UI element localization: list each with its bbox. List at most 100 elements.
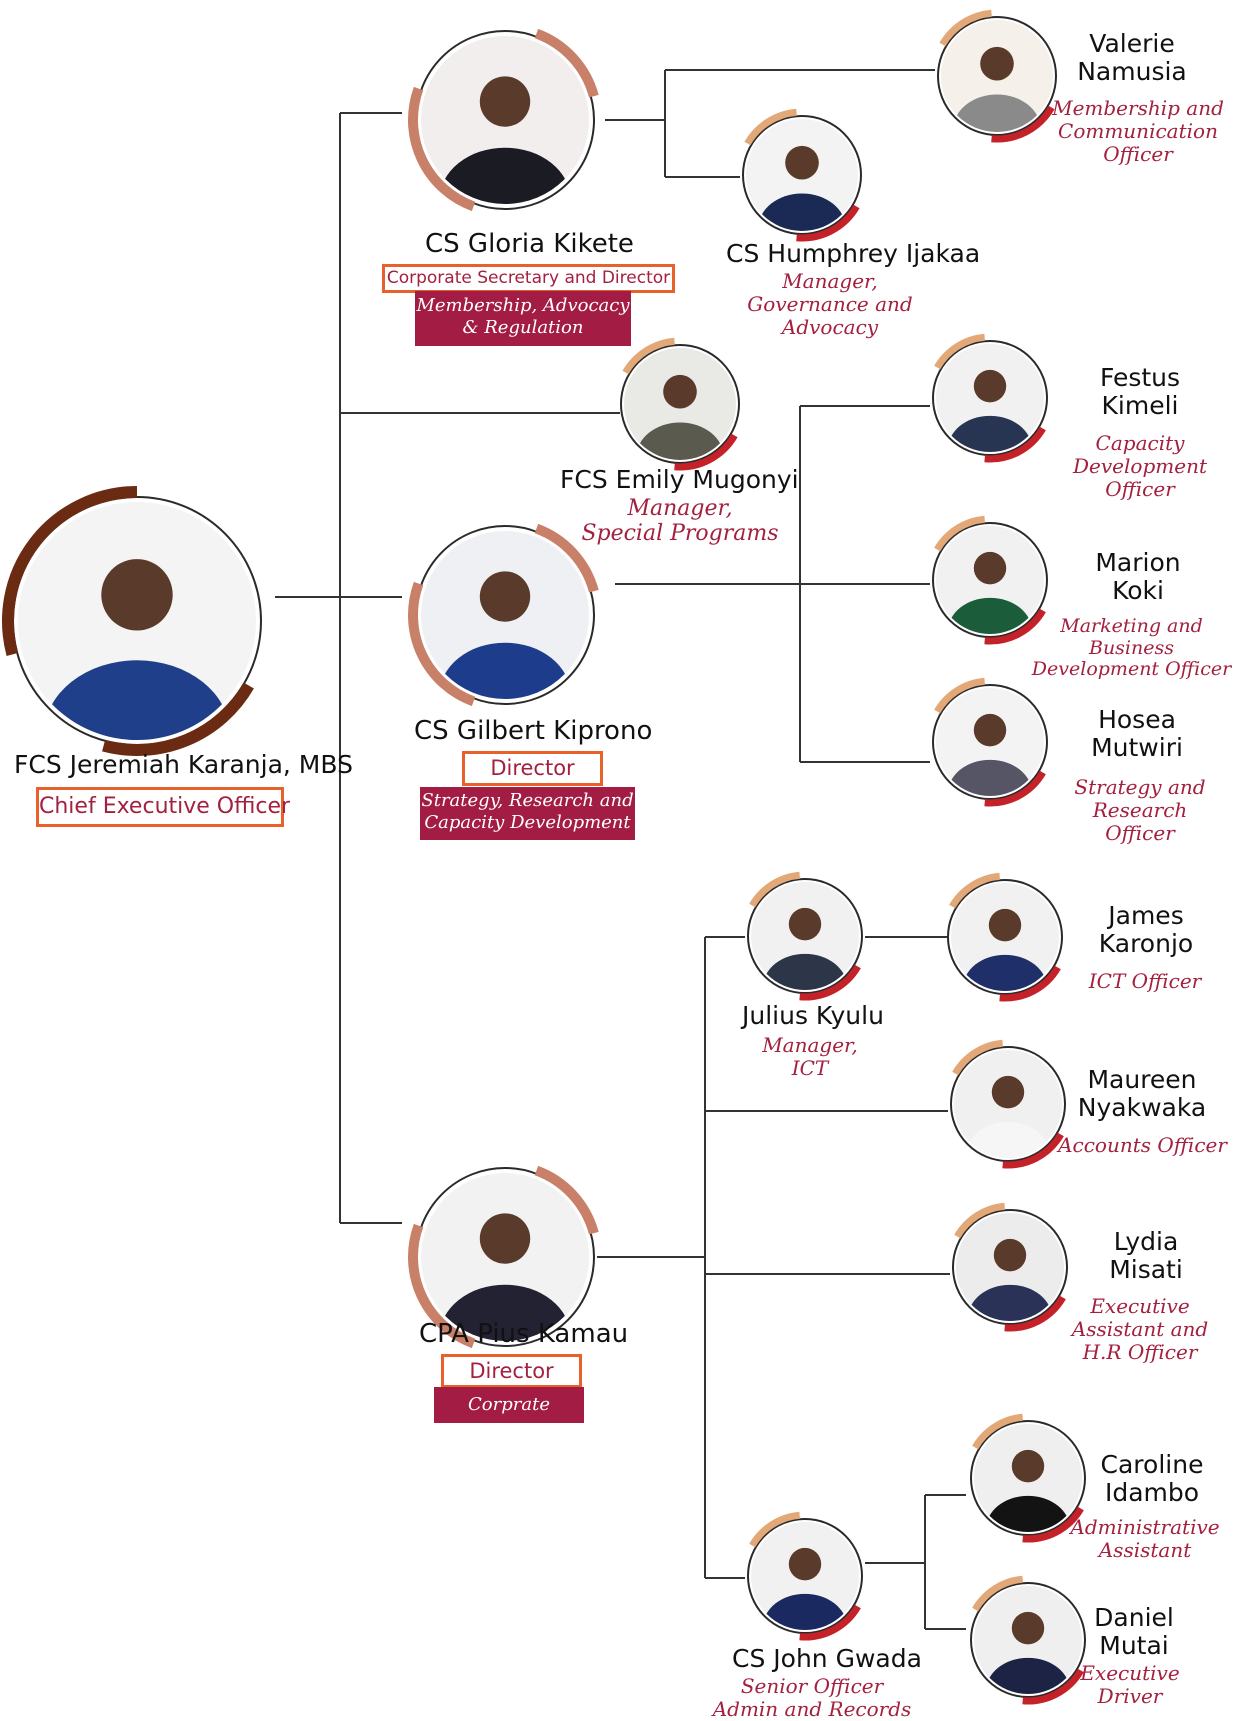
julius-arc-bottom — [799, 964, 861, 1001]
gilbert-arc-left — [408, 581, 476, 707]
festus-ring — [932, 340, 1048, 456]
festus-role-line-1: Capacity — [1095, 431, 1185, 455]
lydia-portrait — [952, 1202, 1068, 1332]
marion-role-line-1: Marketing and — [1060, 615, 1203, 637]
hosea-name-line-1: Hosea — [1098, 705, 1176, 734]
pius-portrait — [408, 1165, 599, 1349]
ceo-arc-bottom — [102, 682, 254, 756]
ceo-arc-top — [2, 486, 138, 656]
humphrey-role: Manager, Governance and Advocacy — [740, 270, 920, 338]
gloria-title-box: Corporate Secretary and Director — [382, 264, 675, 293]
maureen-name: Maureen Nyakwaka — [1062, 1066, 1222, 1122]
emily-portrait — [620, 337, 740, 471]
maureen-role-line-1: Accounts Officer — [1058, 1133, 1227, 1157]
daniel-ring — [970, 1582, 1086, 1698]
emily-name: FCS Emily Mugonyi — [560, 465, 799, 494]
julius-arc-top — [749, 871, 801, 908]
daniel-portrait — [970, 1575, 1086, 1705]
humphrey-role-line-2: Governance and — [747, 291, 913, 316]
lydia-ring — [952, 1209, 1068, 1325]
ceo-name: FCS Jeremiah Karanja, MBS — [14, 750, 353, 779]
john-role-line-2: Admin and Records — [712, 1696, 912, 1721]
caroline-arc-bottom — [1022, 1506, 1084, 1543]
valerie-ring — [937, 16, 1057, 136]
humphrey-name: CS Humphrey Ijakaa — [726, 239, 981, 268]
valerie-name: Valerie Namusia — [1052, 30, 1212, 86]
gilbert-person-icon — [439, 571, 571, 699]
emily-role: Manager, Special Programs — [575, 496, 785, 546]
valerie-arc-bottom — [991, 105, 1055, 143]
gloria-department-banner: Membership, Advocacy & Regulation — [415, 291, 631, 346]
gilbert-department-line-2: Capacity Development — [424, 811, 631, 833]
james-name: James Karonjo — [1066, 902, 1226, 958]
lydia-role: Executive Assistant and H.R Officer — [1050, 1295, 1230, 1363]
daniel-name: Daniel Mutai — [1054, 1604, 1214, 1660]
humphrey-arc-bottom — [796, 204, 860, 242]
james-role: ICT Officer — [1060, 970, 1230, 993]
marion-person-icon — [947, 551, 1033, 634]
james-portrait — [947, 872, 1063, 1002]
hosea-portrait — [932, 677, 1048, 807]
julius-ring — [747, 878, 863, 994]
daniel-role-line-2: Driver — [1097, 1683, 1163, 1708]
daniel-role: Executive Driver — [1060, 1662, 1200, 1708]
gloria-arc-top — [534, 28, 599, 98]
daniel-person-icon — [985, 1611, 1071, 1694]
caroline-role: Administrative Assistant — [1060, 1516, 1230, 1562]
hosea-name-line-2: Mutwiri — [1091, 733, 1183, 762]
gilbert-portrait — [408, 523, 599, 707]
caroline-name: Caroline Idambo — [1072, 1451, 1232, 1507]
gloria-person-icon — [439, 76, 571, 204]
gilbert-department-line-1: Strategy, Research and — [421, 790, 634, 811]
festus-arc-bottom — [984, 426, 1046, 463]
maureen-ring — [950, 1046, 1066, 1162]
james-role-line-1: ICT Officer — [1088, 969, 1202, 993]
caroline-arc-top — [972, 1413, 1024, 1450]
humphrey-person-icon — [758, 145, 846, 231]
hosea-person-icon — [947, 713, 1033, 796]
john-person-icon — [762, 1547, 848, 1630]
daniel-name-line-1: Daniel — [1094, 1603, 1174, 1632]
marion-role-line-2: Business — [1088, 636, 1174, 659]
ceo-title-box: Chief Executive Officer — [36, 787, 290, 827]
james-person-icon — [962, 908, 1048, 991]
valerie-portrait — [937, 9, 1057, 143]
john-arc-bottom — [799, 1604, 861, 1641]
marion-arc-bottom — [984, 608, 1046, 645]
emily-role-line-2: Special Programs — [581, 521, 779, 547]
festus-person-icon — [947, 369, 1033, 452]
james-arc-bottom — [999, 965, 1061, 1002]
gloria-arc-left — [408, 86, 476, 212]
ceo-portrait — [2, 486, 262, 756]
valerie-person-icon — [953, 46, 1041, 132]
valerie-role-line-3: Officer — [1103, 141, 1173, 166]
hosea-ring — [932, 684, 1048, 800]
pius-title-box: Director — [441, 1354, 582, 1388]
festus-name-line-2: Kimeli — [1101, 391, 1179, 420]
lydia-name-line-2: Misati — [1109, 1255, 1183, 1284]
festus-name-line-1: Festus — [1099, 363, 1181, 392]
gilbert-department-banner: Strategy, Research and Capacity Developm… — [420, 787, 635, 840]
caroline-ring — [970, 1420, 1086, 1536]
maureen-portrait — [950, 1039, 1066, 1169]
humphrey-portrait — [742, 108, 862, 242]
daniel-name-line-2: Mutai — [1099, 1631, 1169, 1660]
pius-arc-left — [408, 1223, 476, 1349]
festus-role: Capacity Development Officer — [1050, 432, 1230, 500]
valerie-name-line-2: Namusia — [1077, 57, 1187, 86]
gilbert-name: CS Gilbert Kiprono — [414, 716, 653, 746]
lydia-role-line-1: Executive — [1090, 1294, 1190, 1318]
valerie-name-line-1: Valerie — [1089, 29, 1175, 58]
hosea-role: Strategy and Research Officer — [1050, 776, 1230, 844]
hosea-arc-bottom — [984, 770, 1046, 807]
hosea-role-line-1: Strategy and — [1074, 775, 1206, 799]
john-arc-top — [749, 1511, 801, 1548]
lydia-role-line-2: Assistant and — [1071, 1316, 1209, 1341]
festus-name: Festus Kimeli — [1060, 364, 1220, 420]
james-name-line-1: James — [1108, 901, 1184, 930]
gloria-department-line-2: & Regulation — [462, 316, 584, 338]
pius-arc-top — [534, 1165, 599, 1235]
pius-department-banner: Corprate Services — [434, 1387, 584, 1451]
lydia-person-icon — [967, 1238, 1053, 1321]
